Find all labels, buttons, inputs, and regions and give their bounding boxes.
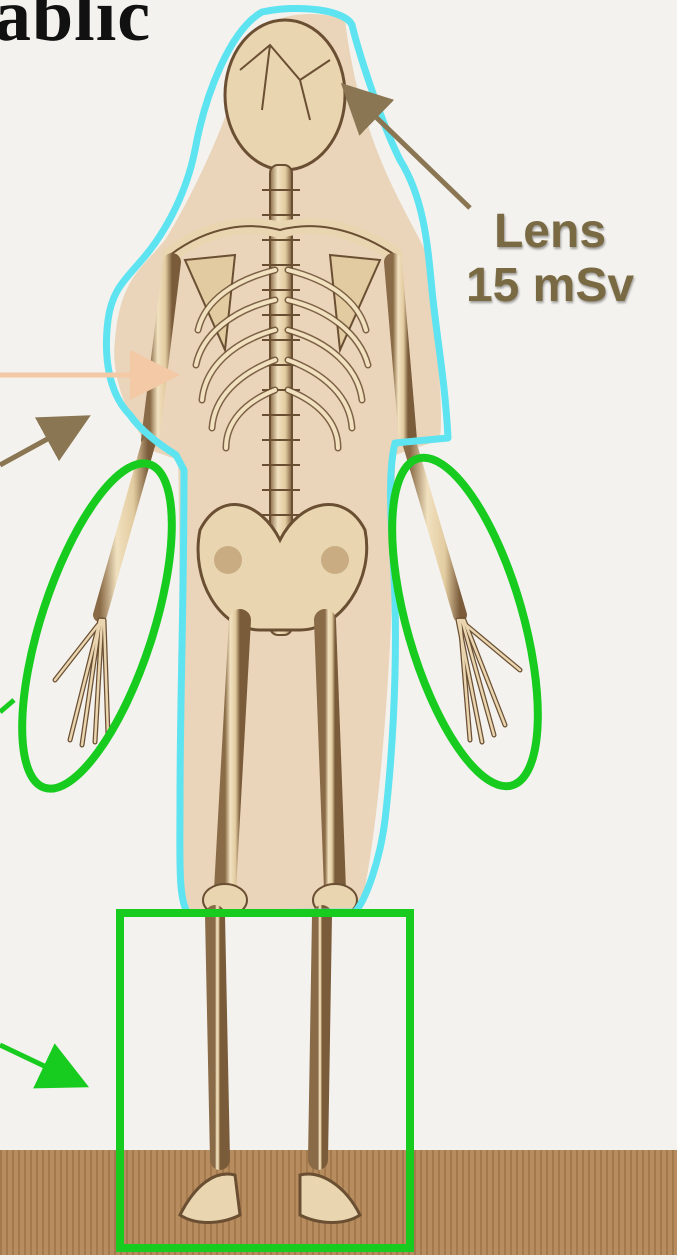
skeleton-back-view-icon [55, 20, 520, 1223]
hand-arrow [0, 420, 82, 465]
lens-organ-name: Lens [430, 205, 670, 259]
extremity-arrow [0, 700, 14, 712]
feet-arrow [0, 1045, 80, 1083]
lens-dose-value: 15 mSv [430, 259, 670, 313]
slide-title-fragment: ablic [0, 0, 151, 59]
lens-dose-label: Lens 15 mSv [430, 205, 670, 313]
